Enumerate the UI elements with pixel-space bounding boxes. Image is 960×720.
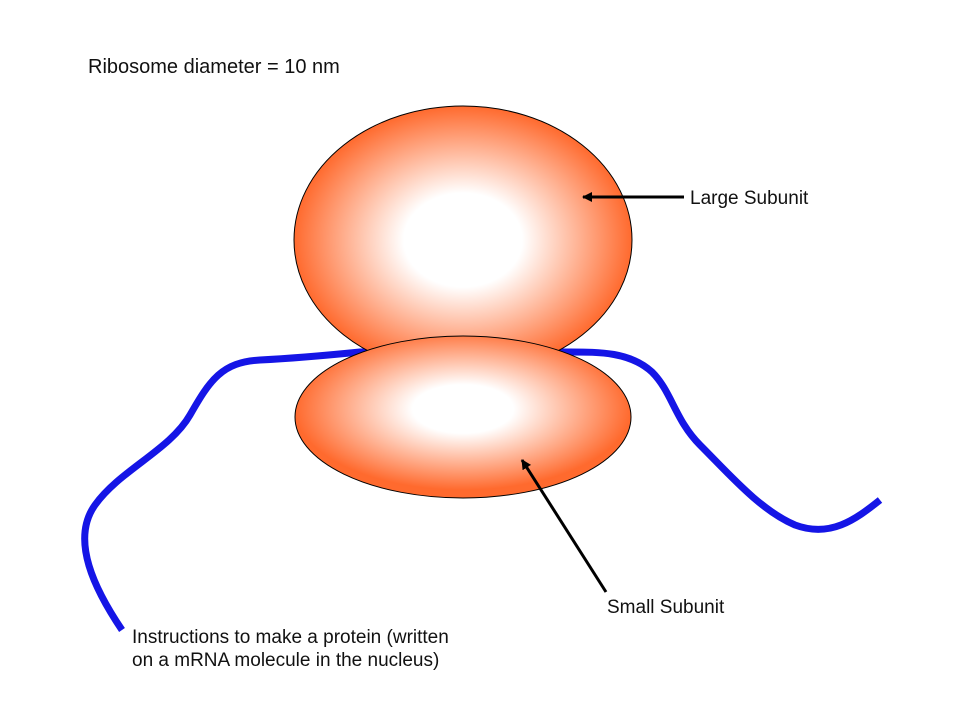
- mrna-strand: [81, 348, 883, 632]
- mrna-instructions-label: Instructions to make a protein (written …: [132, 626, 449, 672]
- small-subunit-label: Small Subunit: [607, 597, 725, 618]
- diagram-title: Ribosome diameter = 10 nm: [88, 56, 340, 78]
- small-subunit-arrow: [520, 459, 608, 593]
- mrna-instructions-line-1: Instructions to make a protein (written: [132, 627, 449, 648]
- large-subunit: [293, 105, 633, 375]
- small-subunit: [294, 335, 632, 499]
- large-subunit-label: Large Subunit: [690, 188, 809, 209]
- mrna-instructions-line-2: on a mRNA molecule in the nucleus): [132, 650, 440, 671]
